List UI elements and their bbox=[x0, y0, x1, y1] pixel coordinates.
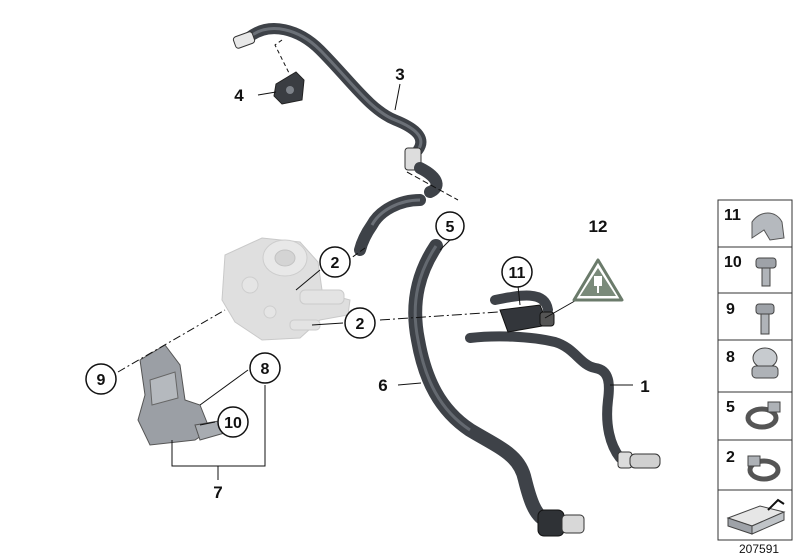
svg-text:5: 5 bbox=[446, 219, 455, 236]
callout-9: 9 bbox=[85, 363, 117, 395]
svg-text:10: 10 bbox=[224, 415, 242, 432]
diagram-reference-number: 207591 bbox=[739, 542, 779, 556]
fuel-line-short bbox=[354, 194, 426, 256]
callout-5: 5 bbox=[435, 211, 465, 241]
svg-text:11: 11 bbox=[509, 265, 526, 282]
legend-row-5: 5 bbox=[726, 399, 781, 430]
legend-row-2: 2 bbox=[726, 449, 781, 482]
label-7: 7 bbox=[213, 483, 222, 502]
svg-text:2: 2 bbox=[726, 449, 735, 466]
callout-2-upper: 2 bbox=[319, 246, 351, 278]
legend-row-misc bbox=[726, 498, 786, 535]
warning-label-12 bbox=[572, 258, 624, 302]
legend-row-11: 11 bbox=[724, 207, 785, 241]
fuel-line-6 bbox=[408, 239, 585, 537]
plain-labels: 3 4 6 1 12 7 bbox=[213, 65, 649, 502]
bracket-7 bbox=[137, 344, 229, 446]
svg-text:9: 9 bbox=[726, 301, 735, 318]
legend-row-8: 8 bbox=[726, 347, 779, 379]
parts-legend: 11 10 9 8 5 2 bbox=[717, 199, 793, 541]
clip-4 bbox=[273, 71, 305, 105]
svg-text:8: 8 bbox=[261, 361, 270, 378]
label-6: 6 bbox=[378, 376, 387, 395]
label-3: 3 bbox=[395, 65, 404, 84]
fuel-pump-ghost bbox=[221, 237, 351, 341]
svg-text:10: 10 bbox=[724, 254, 742, 271]
svg-text:5: 5 bbox=[726, 399, 735, 416]
svg-text:11: 11 bbox=[724, 207, 741, 224]
callout-10: 10 bbox=[217, 406, 249, 438]
fuel-line-3 bbox=[232, 23, 443, 198]
svg-text:9: 9 bbox=[97, 372, 106, 389]
label-12: 12 bbox=[589, 217, 608, 236]
svg-text:2: 2 bbox=[331, 255, 340, 272]
svg-text:8: 8 bbox=[726, 349, 735, 366]
legend-row-10: 10 bbox=[724, 254, 777, 287]
callout-8: 8 bbox=[249, 352, 281, 384]
legend-row-9: 9 bbox=[726, 301, 775, 335]
callout-11: 11 bbox=[501, 256, 533, 288]
svg-text:2: 2 bbox=[356, 316, 365, 333]
callout-2-lower: 2 bbox=[344, 307, 376, 339]
fuel-line-1 bbox=[465, 290, 661, 469]
leader-lines bbox=[117, 39, 633, 480]
label-1: 1 bbox=[640, 377, 649, 396]
circled-labels: 5 2 2 11 9 8 10 bbox=[85, 211, 533, 438]
label-4: 4 bbox=[234, 86, 244, 105]
